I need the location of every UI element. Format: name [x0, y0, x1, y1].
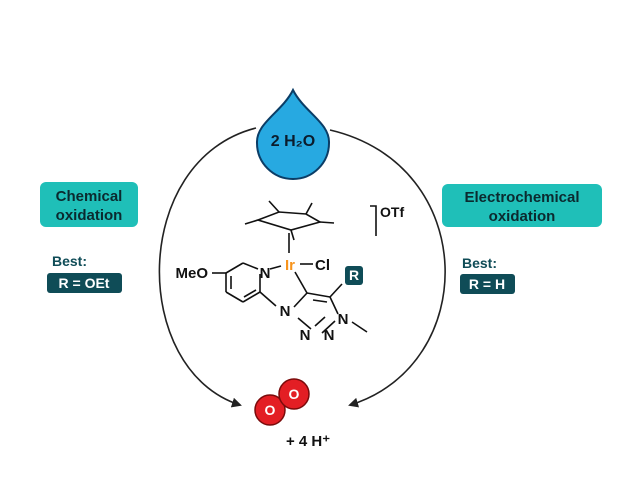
triazole-n2-label: N	[300, 327, 311, 344]
water-label: 2 H₂O	[271, 133, 315, 150]
electrochemical-oxidation-line2: oxidation	[489, 208, 556, 225]
triazole-nme-label: N	[338, 311, 349, 328]
chemical-oxidation-box	[40, 182, 138, 227]
water-droplet-icon: 2 H₂O	[255, 87, 331, 180]
left-best-badge	[47, 273, 122, 293]
iridium-complex-structure	[212, 200, 377, 334]
left-best-label: Best:	[52, 253, 87, 269]
right-best-badge	[460, 274, 515, 294]
oxygen-atom-left: O	[265, 402, 276, 418]
triazole-n3-label: N	[324, 327, 335, 344]
electrochemical-oxidation-line1: Electrochemical	[464, 189, 579, 206]
chemical-oxidation-line2: oxidation	[56, 207, 123, 224]
left-best-value: R = OEt	[59, 275, 110, 291]
protons-label: + 4 H⁺	[286, 433, 330, 450]
r-group-badge	[345, 266, 363, 285]
right-best-value: R = H	[469, 276, 505, 292]
dioxygen-icon: O O	[254, 378, 310, 426]
iridium-label: Ir	[285, 257, 295, 274]
chemical-oxidation-line1: Chemical	[56, 188, 123, 205]
counterion-label: OTf	[380, 204, 404, 220]
left-cycle-arrow	[158, 127, 257, 408]
r-group-label: R	[349, 267, 359, 283]
right-cycle-arrow	[329, 129, 446, 408]
pyridine-n-label: N	[260, 265, 271, 282]
methoxy-label: MeO	[175, 265, 208, 282]
electrochemical-oxidation-box	[442, 184, 602, 227]
triazole-n1-label: N	[280, 303, 291, 320]
chloride-label: Cl	[315, 257, 330, 274]
right-best-label: Best:	[462, 255, 497, 271]
oxygen-atom-right: O	[289, 386, 300, 402]
